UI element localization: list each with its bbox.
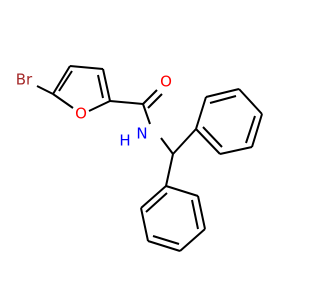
atom-label-amide-hydrogen: H — [119, 132, 130, 150]
bond-ch-phenyl-top — [172, 128, 197, 155]
bond-ph1-e — [219, 146, 253, 155]
bond-ph2-e-inner — [191, 199, 199, 230]
bond-carbonyl-n — [142, 103, 151, 125]
bond-ph2-b — [140, 207, 149, 242]
bond-ph2-d — [179, 228, 206, 252]
bond-o1-c5 — [52, 93, 74, 109]
molecule-structure: Br O O H N — [16, 65, 263, 252]
bond-c5-c4 — [52, 65, 71, 95]
bond-ph1-c — [238, 88, 263, 115]
atom-label-bromine: Br — [16, 71, 33, 89]
structure-canvas: Br O O H N — [16, 65, 263, 252]
bond-ph2-a — [140, 185, 167, 209]
bond-ph2-f — [165, 185, 199, 197]
bond-c2-o1 — [88, 100, 111, 112]
bond-carbonyl-o — [142, 89, 158, 105]
bond-carbonyl-o-double — [147, 93, 163, 109]
bond-ph1-d-inner — [245, 115, 256, 144]
bond-c2-carbonyl — [109, 100, 144, 105]
bond-n-ch — [160, 137, 174, 155]
bond-ph1-f-inner — [202, 126, 223, 148]
atom-label-amide-nitrogen: N — [136, 125, 147, 143]
bond-ph2-c — [147, 240, 181, 252]
bond-ph1-f — [195, 128, 221, 155]
bond-ph2-e — [197, 195, 206, 230]
bond-ph1-b-inner — [209, 95, 237, 104]
bond-br-c5 — [36, 85, 54, 95]
bond-c3-c2 — [102, 68, 111, 102]
bond-c4-c3 — [69, 65, 104, 70]
bond-ph2-c-inner — [152, 235, 180, 245]
bond-ph1-d — [251, 113, 263, 148]
atom-label-furan-oxygen: O — [75, 105, 87, 123]
bond-ph1-a — [195, 96, 207, 130]
bond-ph1-b — [205, 88, 240, 98]
bond-c5-c4-inner — [58, 70, 73, 92]
atom-label-carbonyl-oxygen: O — [160, 73, 172, 91]
bond-ch-phenyl-bottom — [165, 153, 174, 187]
bond-c3-c2-inner — [97, 74, 104, 99]
bond-ph2-a-inner — [145, 192, 168, 213]
